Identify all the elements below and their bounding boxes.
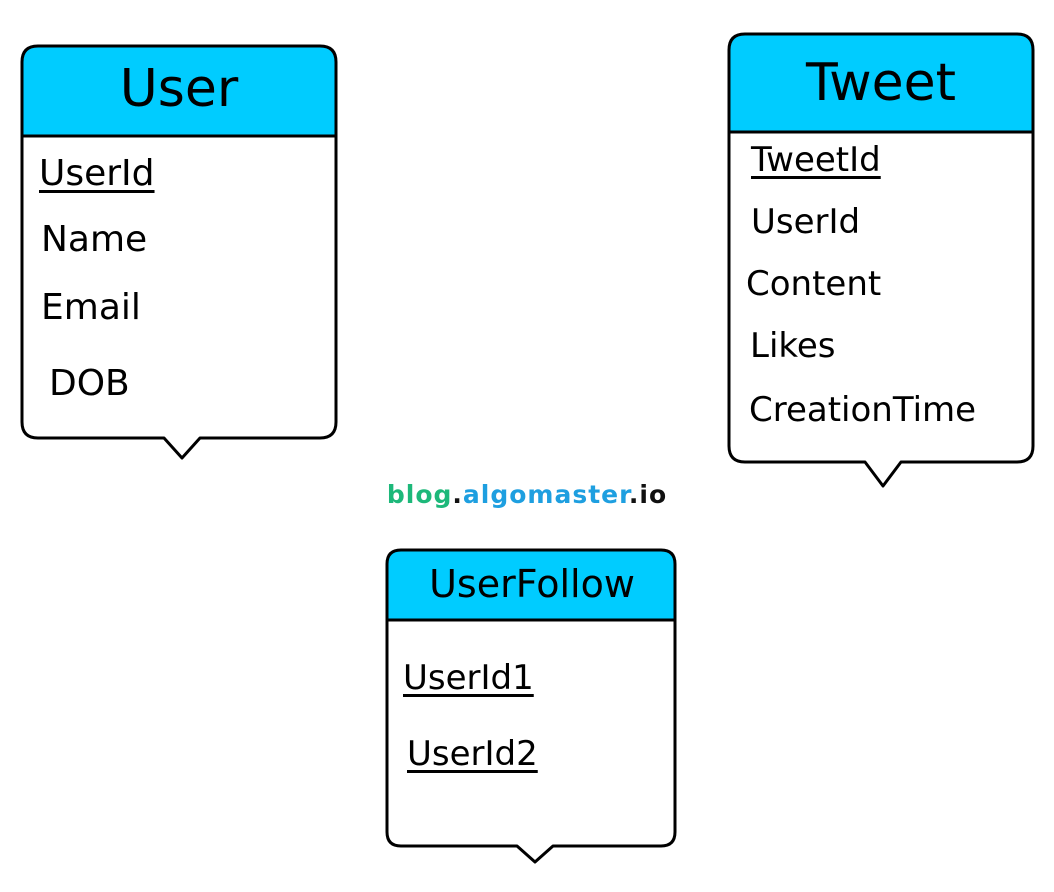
entity-tweet-field-tweetid: TweetId [751,140,881,180]
entity-user-field-name: Name [41,219,148,260]
entity-user-outline [20,44,338,460]
entity-userfollow-header [387,550,675,620]
entity-user-field-userid: UserId [39,153,155,194]
entity-user-frame [20,44,338,460]
entity-tweet-outline [727,32,1035,488]
watermark-io: io [639,480,668,509]
entity-userfollow-frame [385,548,677,864]
watermark-algomaster: algomaster [462,480,629,509]
entity-tweet-field-content: Content [746,264,882,304]
entity-tweet-field-creationtime: CreationTime [749,390,977,430]
entity-user-field-dob: DOB [49,363,130,404]
entity-userfollow: UserFollow UserId1 UserId2 [385,548,679,866]
watermark-text: blog.algomaster.io [0,480,1054,509]
entity-user-field-email: Email [41,287,141,328]
entity-tweet-field-userid: UserId [751,202,861,242]
entity-userfollow-field-userid2: UserId2 [407,734,538,774]
entity-userfollow-field-userid1: UserId1 [403,658,534,698]
entity-userfollow-outline [385,548,677,864]
watermark-dot1: . [452,480,463,509]
entity-userfollow-title: UserFollow [429,562,635,606]
entity-user: User UserId Name Email DOB [20,44,338,462]
entity-tweet-field-likes: Likes [750,326,836,366]
entity-user-title: User [119,59,239,119]
entity-user-header [22,46,336,136]
entity-tweet-header [729,34,1033,132]
watermark-blog: blog [386,480,453,509]
watermark-dot2: . [628,480,640,509]
entity-tweet: Tweet TweetId UserId Content Likes Creat… [727,32,1035,490]
entity-tweet-frame [727,32,1035,488]
entity-tweet-title: Tweet [805,53,957,113]
